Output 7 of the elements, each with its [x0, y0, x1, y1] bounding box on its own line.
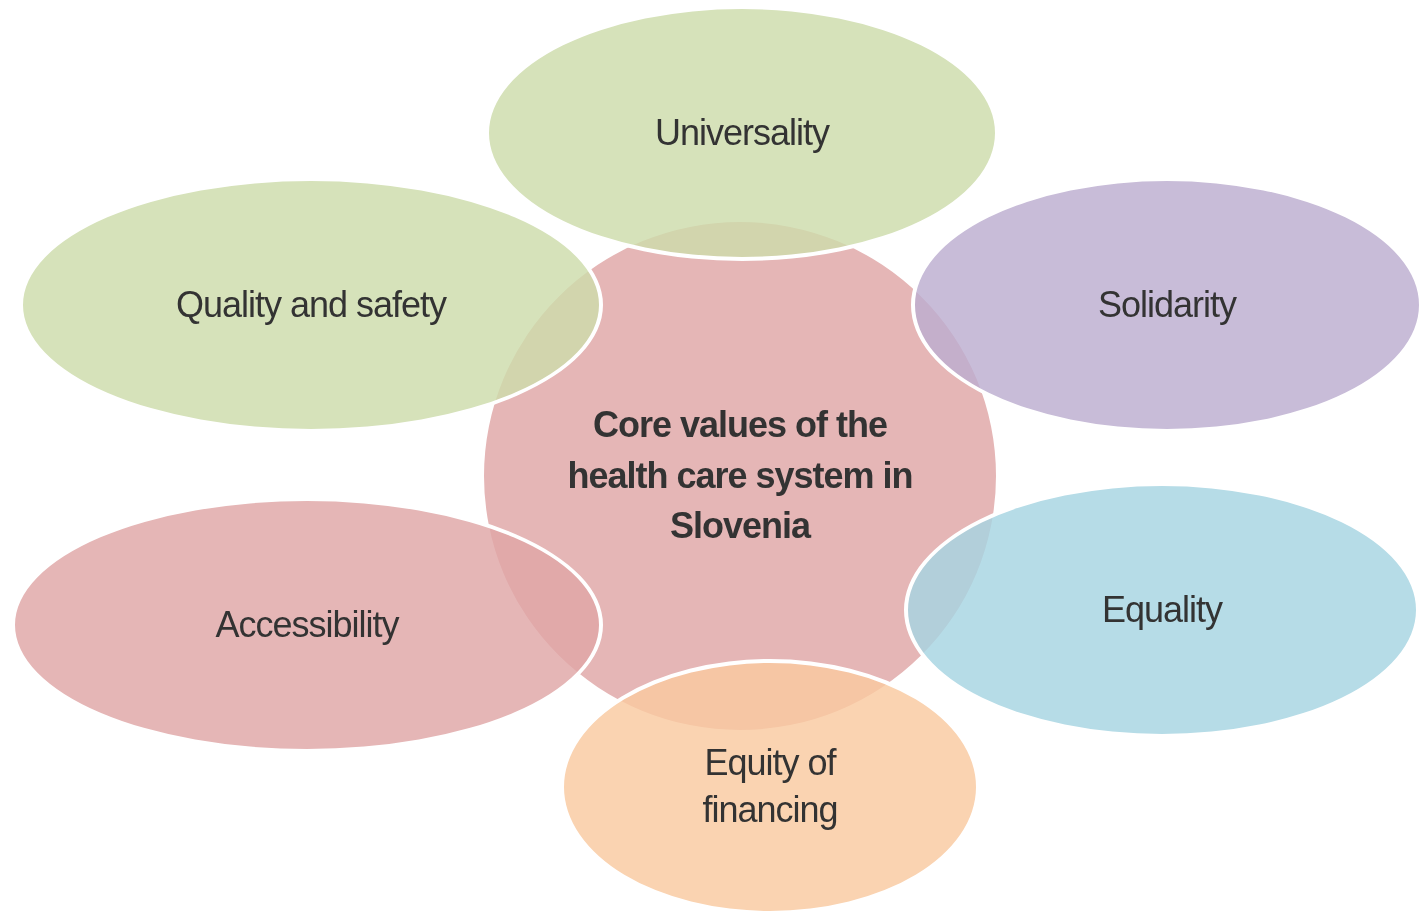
center-title: Core values of the health care system in Slovenia [566, 403, 914, 549]
value-label: Equity of financing [701, 741, 839, 832]
value-label: Quality and safety [175, 282, 447, 327]
value-label: Solidarity [1097, 282, 1237, 327]
value-label: Equality [1101, 587, 1223, 632]
value-label: Accessibility [215, 602, 399, 647]
value-label: Universality [654, 110, 829, 155]
